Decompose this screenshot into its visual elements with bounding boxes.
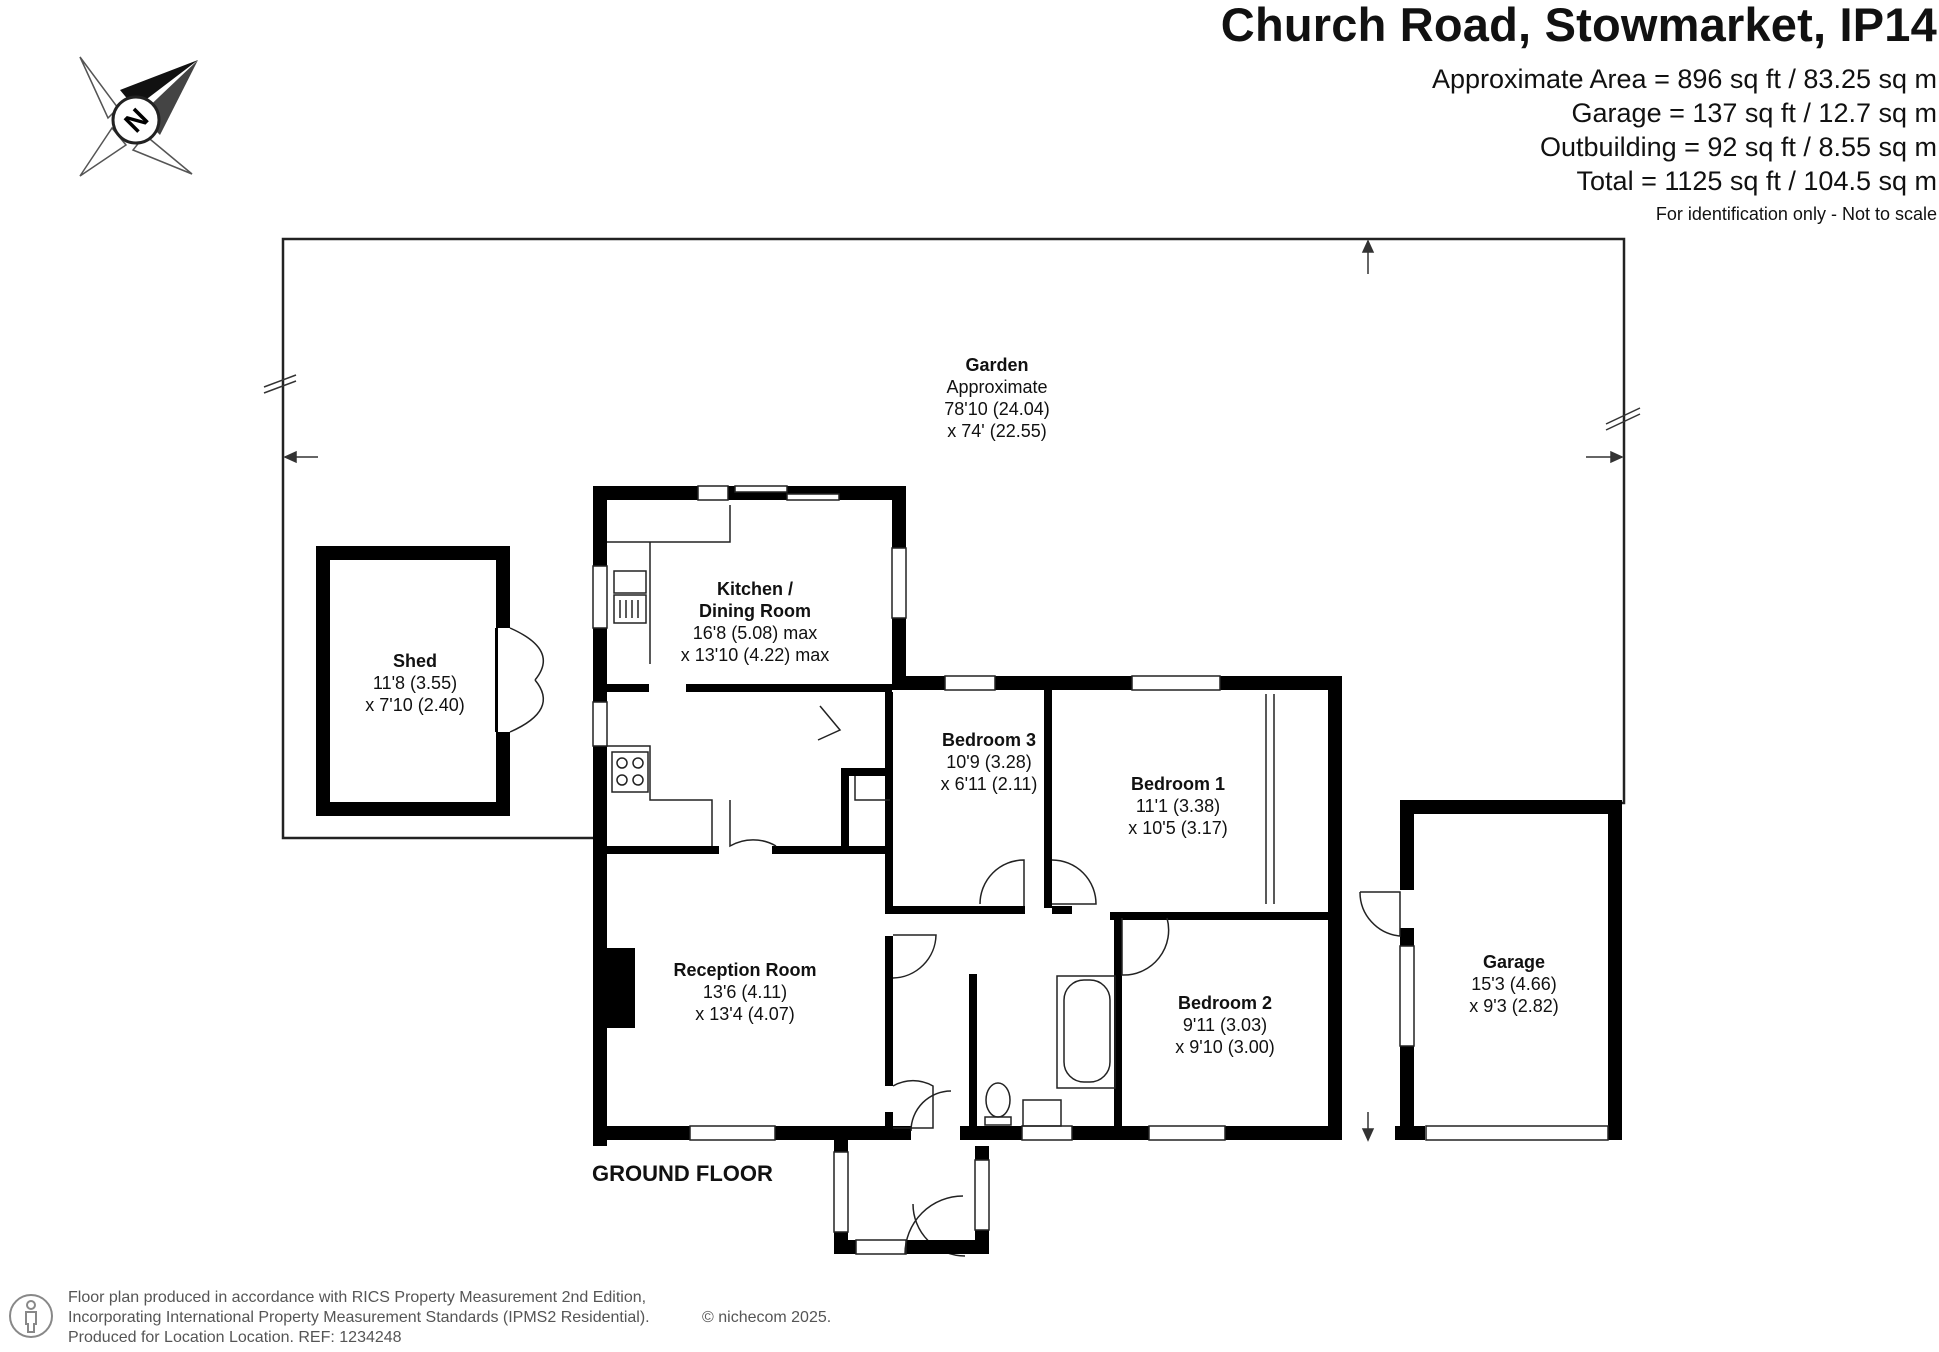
footer-line-2: Incorporating International Property Mea… [68, 1309, 650, 1326]
footer-line-1: Floor plan produced in accordance with R… [68, 1289, 647, 1306]
shed [316, 546, 544, 816]
reception-dim-2: x 13'4 (4.07) [695, 1004, 795, 1024]
sink-icon [613, 570, 647, 594]
kitchen-dim-1: 16'8 (5.08) max [693, 623, 818, 643]
shed-dim-1: 11'8 (3.55) [373, 673, 457, 693]
garden-dim-3: x 74' (22.55) [947, 421, 1047, 441]
toilet-icon [985, 1082, 1011, 1118]
basin-icon [1022, 1099, 1062, 1127]
area-outbuilding: Outbuilding = 92 sq ft / 8.55 sq m [1540, 132, 1937, 162]
bedroom3-dim-1: 10'9 (3.28) [946, 752, 1032, 772]
page-title: Church Road, Stowmarket, IP14 [1220, 0, 1937, 51]
area-garage: Garage = 137 sq ft / 12.7 sq m [1571, 98, 1937, 128]
footer-line-3: Produced for Location Location. REF: 123… [68, 1329, 402, 1346]
bedroom3-name: Bedroom 3 [942, 730, 1036, 750]
bedroom2-dim-2: x 9'10 (3.00) [1175, 1037, 1275, 1057]
bedroom1-name: Bedroom 1 [1131, 774, 1225, 794]
shed-dim-2: x 7'10 (2.40) [365, 695, 465, 715]
area-summary: Approximate Area = 896 sq ft / 83.25 sq … [1221, 62, 1937, 198]
bedroom2-name: Bedroom 2 [1178, 993, 1272, 1013]
garden-name: Garden [965, 355, 1028, 375]
area-approximate: Approximate Area = 896 sq ft / 83.25 sq … [1431, 64, 1937, 94]
bedroom1-dim-2: x 10'5 (3.17) [1128, 818, 1228, 838]
kitchen-name-2: Dining Room [699, 601, 811, 621]
reception-dim-1: 13'6 (4.11) [703, 982, 787, 1002]
room-labels: Garden Approximate 78'10 (24.04) x 74' (… [365, 355, 1558, 1057]
hob-icon [611, 751, 649, 793]
garage-walls [1359, 800, 1622, 1141]
reception-name: Reception Room [673, 960, 816, 980]
bath-icon [1063, 979, 1111, 1083]
garage-dim-2: x 9'3 (2.82) [1469, 996, 1558, 1016]
porch [833, 1090, 990, 1255]
kitchen-dim-2: x 13'10 (4.22) max [681, 645, 830, 665]
windows [592, 485, 1226, 1141]
break-marks [263, 374, 1641, 431]
garden-dim-1: Approximate [946, 377, 1047, 397]
fixtures [607, 505, 1275, 1127]
bedroom3-dim-2: x 6'11 (2.11) [941, 774, 1038, 794]
kitchen-name: Kitchen / [717, 579, 793, 599]
header: Church Road, Stowmarket, IP14 Approximat… [1221, 0, 1937, 226]
garage-dim-1: 15'3 (4.66) [1471, 974, 1557, 994]
person-info-icon [9, 1294, 53, 1338]
copyright: © nichecom 2025. [702, 1309, 832, 1326]
shed-name: Shed [393, 651, 437, 671]
compass-icon: N [79, 56, 198, 177]
area-total: Total = 1125 sq ft / 104.5 sq m [1576, 166, 1937, 196]
garage-name: Garage [1483, 952, 1545, 972]
bedroom2-dim-1: 9'11 (3.03) [1183, 1015, 1267, 1035]
garden-dim-2: 78'10 (24.04) [944, 399, 1050, 419]
bedroom1-dim-1: 11'1 (3.38) [1136, 796, 1220, 816]
dimension-arrows [283, 239, 1624, 1142]
floor-label: GROUND FLOOR [592, 1161, 773, 1186]
footer: Floor plan produced in accordance with R… [68, 1288, 831, 1348]
disclaimer-note: For identification only - Not to scale [1655, 204, 1937, 224]
